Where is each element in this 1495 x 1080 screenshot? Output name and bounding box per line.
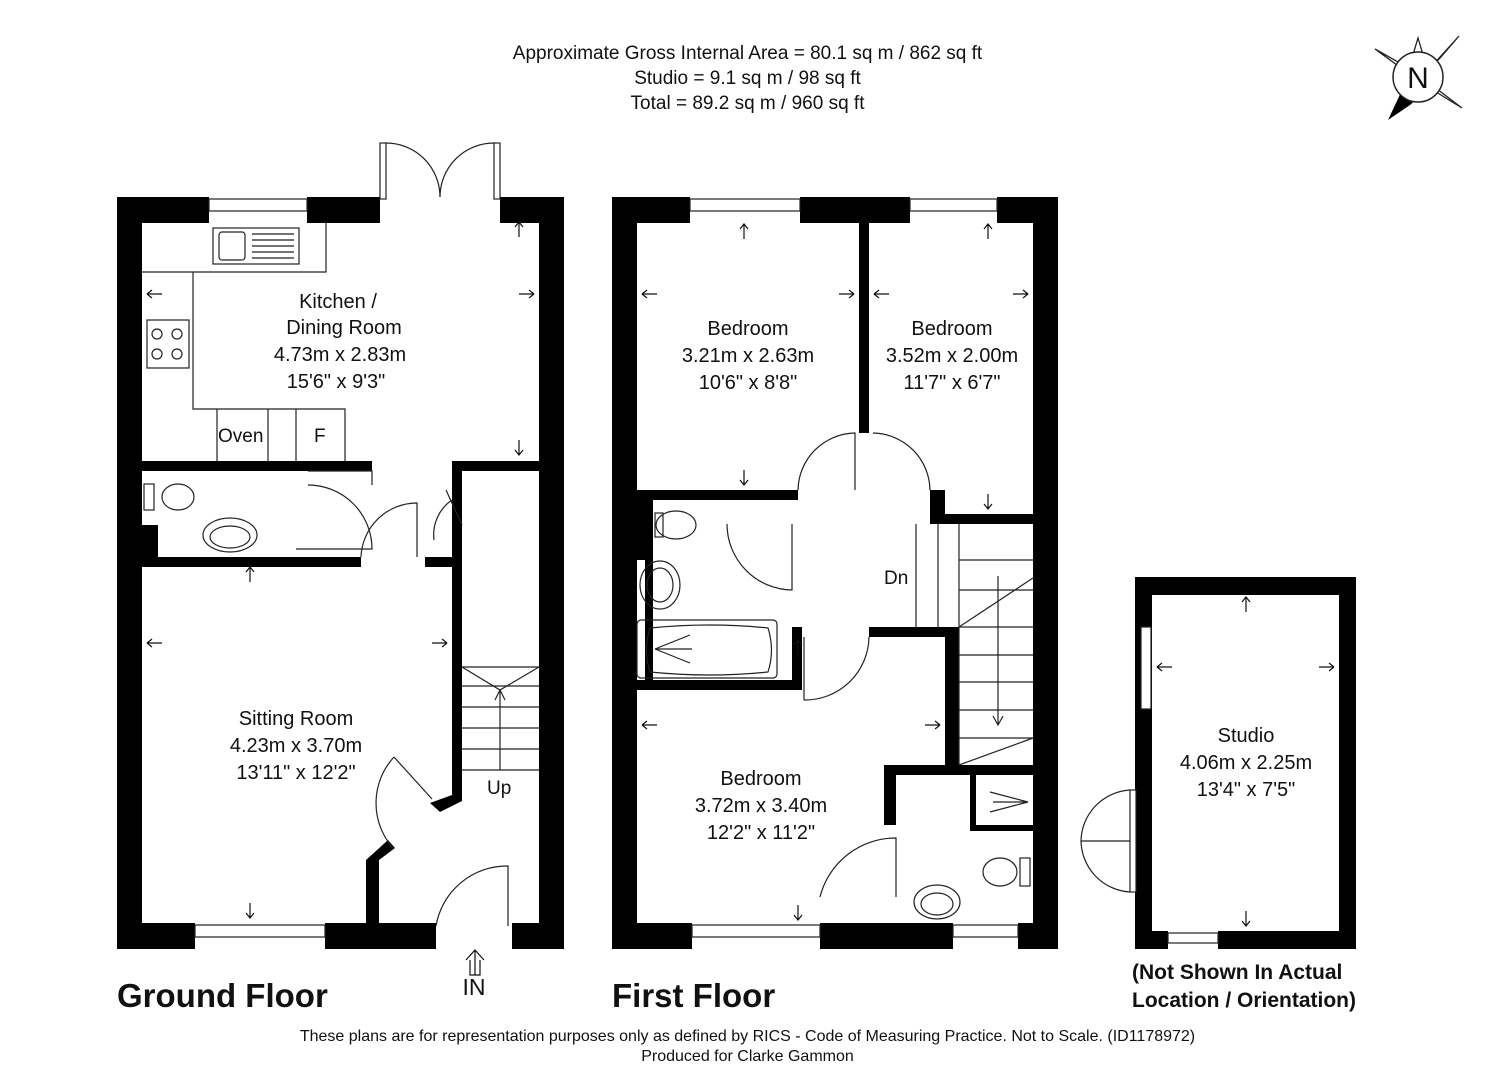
ground-floor-plan [117, 142, 564, 976]
compass-icon: N [1374, 35, 1463, 120]
studio-plan [1080, 577, 1356, 949]
gross-area-text: Approximate Gross Internal Area = 80.1 s… [512, 43, 983, 64]
stairs-down-label: Dn [884, 568, 908, 589]
kitchen-metric: 4.73m x 2.83m [274, 344, 406, 366]
studio-note-line1: (Not Shown In Actual [1132, 961, 1342, 984]
entrance-label: IN [463, 974, 486, 1000]
first-floor-plan [612, 197, 1058, 949]
bedroom1-name: Bedroom [707, 318, 788, 340]
sitting-room-imperial: 13'11" x 12'2" [236, 762, 355, 784]
studio-note-line2: Location / Orientation) [1132, 989, 1356, 1012]
fridge-label: F [314, 426, 326, 447]
bedroom2-metric: 3.52m x 2.00m [886, 345, 1018, 367]
ground-floor-title: Ground Floor [117, 977, 328, 1014]
sitting-room-metric: 4.23m x 3.70m [230, 735, 362, 757]
sitting-room-name: Sitting Room [239, 708, 354, 730]
first-floor-title: First Floor [612, 977, 775, 1014]
studio-area-text: Studio = 9.1 sq m / 98 sq ft [634, 68, 861, 89]
oven-label: Oven [218, 426, 263, 447]
bedroom1-imperial: 10'6" x 8'8" [699, 372, 798, 394]
stairs-up-label: Up [487, 778, 511, 799]
bedroom3-name: Bedroom [720, 768, 801, 790]
bedroom3-metric: 3.72m x 3.40m [695, 795, 827, 817]
bedroom2-imperial: 11'7" x 6'7" [903, 372, 1000, 394]
kitchen-imperial: 15'6" x 9'3" [287, 371, 386, 393]
bedroom2-name: Bedroom [911, 318, 992, 340]
studio-name: Studio [1218, 725, 1275, 747]
total-area-text: Total = 89.2 sq m / 960 sq ft [630, 93, 865, 114]
compass-north-label: N [1407, 62, 1429, 95]
kitchen-name-line2: Dining Room [286, 317, 402, 339]
disclaimer-text: These plans are for representation purpo… [299, 1028, 1196, 1045]
bedroom1-metric: 3.21m x 2.63m [682, 345, 814, 367]
produced-for-text: Produced for Clarke Gammon [641, 1048, 854, 1065]
studio-imperial: 13'4" x 7'5" [1197, 779, 1296, 801]
bedroom3-imperial: 12'2" x 11'2" [707, 822, 815, 844]
studio-metric: 4.06m x 2.25m [1180, 752, 1312, 774]
kitchen-name-line1: Kitchen / [299, 291, 377, 313]
